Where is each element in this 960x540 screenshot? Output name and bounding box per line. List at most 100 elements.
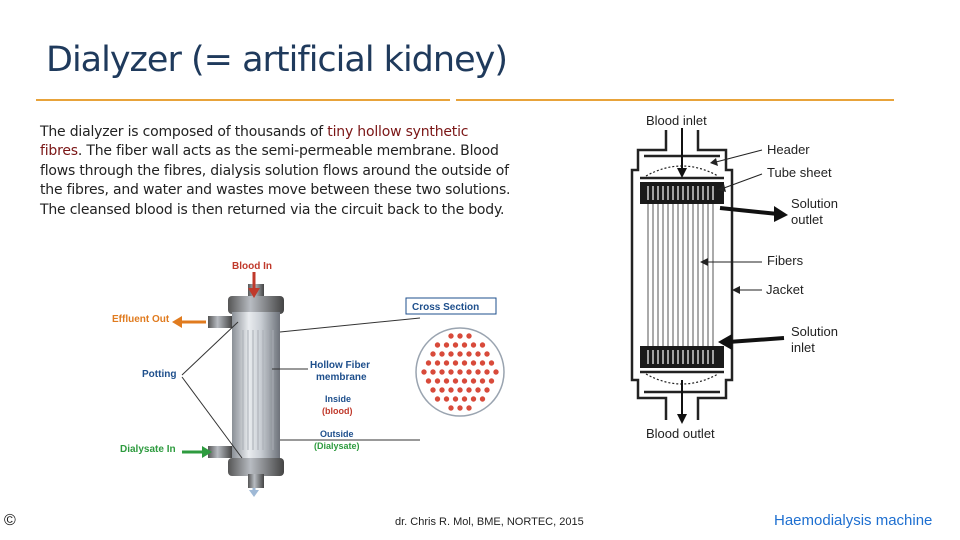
- fiber-dot: [429, 368, 437, 376]
- fiber-bundle: [647, 204, 714, 346]
- fiber-dot: [452, 377, 459, 385]
- fiber-dot: [443, 377, 450, 385]
- fiber-dot: [461, 377, 468, 385]
- jacket-leader-head: [732, 286, 740, 294]
- fiber-dot: [470, 359, 477, 367]
- fiber-dot: [429, 350, 437, 358]
- fiber-dot: [456, 386, 464, 394]
- underline-gap: [450, 99, 456, 101]
- solution-inlet-arrowhead: [718, 334, 732, 350]
- tube-sheet-leader: [723, 173, 763, 189]
- fiber-dot: [434, 377, 441, 385]
- jacket-label: Jacket: [766, 282, 804, 297]
- solution-inlet-label-2: inlet: [791, 340, 815, 355]
- blood-outlet-arrowhead: [677, 414, 687, 424]
- fiber-dot: [492, 368, 500, 376]
- fiber-dot: [452, 359, 459, 367]
- fiber-dot: [447, 332, 455, 340]
- solution-outlet-arrow: [719, 206, 779, 216]
- fiber-dot: [438, 386, 446, 394]
- fiber-dot: [474, 350, 482, 358]
- fiber-dot: [456, 368, 464, 376]
- fiber-dot: [456, 350, 464, 358]
- tube-sheet-leader-head: [718, 184, 726, 192]
- tube-sheet-holes: [647, 186, 714, 364]
- fiber-dot: [425, 359, 432, 367]
- fiber-dot: [465, 350, 473, 358]
- blood-out-arrowhead: [249, 490, 259, 497]
- fiber-dot: [447, 404, 455, 412]
- fiber-dot: [483, 368, 491, 376]
- fiber-dot: [479, 341, 486, 349]
- fiber-dot: [456, 332, 464, 340]
- body-paragraph: The dialyzer is composed of thousands of…: [40, 123, 512, 220]
- potting-leader: [181, 321, 239, 376]
- solution-outlet-arrowhead: [774, 206, 788, 222]
- fiber-dot: [461, 359, 468, 367]
- fiber-dot: [461, 341, 468, 349]
- fiber-dot: [470, 341, 477, 349]
- top-cap: [228, 296, 284, 314]
- hollow-fiber-label-1: Hollow Fiber: [310, 360, 370, 371]
- fiber-dot: [483, 350, 491, 358]
- potting-label: Potting: [142, 369, 176, 380]
- fiber-dot: [470, 395, 477, 403]
- dialyzer-body: [232, 312, 280, 462]
- fibers-label: Fibers: [767, 253, 804, 268]
- fiber-dot: [483, 386, 491, 394]
- fiber-dot: [488, 359, 495, 367]
- solution-outlet-label-2: outlet: [791, 212, 823, 227]
- fiber-dot: [434, 359, 441, 367]
- footer-topic-link[interactable]: Haemodialysis machine: [774, 512, 933, 529]
- fiber-dot: [447, 350, 455, 358]
- dialysate-port: [208, 446, 232, 458]
- bottom-cap: [228, 458, 284, 476]
- outside-sub-label: (Dialysate): [314, 441, 360, 451]
- solution-inlet-label-1: Solution: [791, 324, 838, 339]
- potting-leader-2: [181, 376, 243, 459]
- blood-inlet-label: Blood inlet: [646, 113, 707, 128]
- fiber-dot: [465, 332, 473, 340]
- inside-sub-label: (blood): [322, 406, 353, 416]
- fiber-dot: [465, 404, 473, 412]
- header-leader: [715, 149, 763, 163]
- fiber-dot: [443, 359, 450, 367]
- fiber-dot: [438, 350, 446, 358]
- effluent-arrowhead: [172, 316, 182, 328]
- footer-credit: dr. Chris R. Mol, BME, NORTEC, 2015: [395, 516, 584, 528]
- dialysate-arrowhead: [202, 446, 212, 458]
- title-underline: [36, 99, 894, 101]
- effluent-out-label: Effluent Out: [112, 314, 170, 325]
- fiber-dot: [452, 395, 459, 403]
- fiber-dot: [456, 404, 464, 412]
- body-highlight: tiny hollow synthetic fibres: [40, 124, 469, 160]
- blood-in-arrowhead: [248, 288, 260, 298]
- fiber-dot: [474, 368, 482, 376]
- fiber-dot: [420, 368, 428, 376]
- fibers-leader-head: [700, 258, 708, 266]
- fiber-dot: [479, 395, 486, 403]
- fiber-dot: [452, 341, 459, 349]
- cross-section-fibers: [420, 332, 500, 412]
- cross-section-label: Cross Section: [412, 302, 479, 313]
- body-text-part1: The dialyzer is composed of thousands of: [40, 124, 328, 140]
- fiber-dot: [447, 368, 455, 376]
- fiber-dot: [474, 386, 482, 394]
- effluent-port: [208, 316, 232, 328]
- blood-in-label: Blood In: [232, 261, 272, 272]
- copyright-symbol: ©: [4, 512, 16, 529]
- blood-inlet-arrowhead: [677, 168, 687, 178]
- inside-label: Inside: [325, 394, 351, 404]
- solution-inlet-arrow: [727, 336, 785, 344]
- fiber-dot: [443, 395, 450, 403]
- fiber-dot: [447, 386, 455, 394]
- fiber-dot: [434, 395, 441, 403]
- body-text-part2: . The fiber wall acts as the semi-permea…: [40, 143, 511, 218]
- hollow-fiber-label-2: membrane: [316, 372, 367, 383]
- blood-out-port: [248, 474, 264, 488]
- dialysate-in-label: Dialysate In: [120, 444, 176, 455]
- fiber-dot: [479, 359, 486, 367]
- solution-outlet-label-1: Solution: [791, 196, 838, 211]
- cross-section-header: [405, 297, 497, 315]
